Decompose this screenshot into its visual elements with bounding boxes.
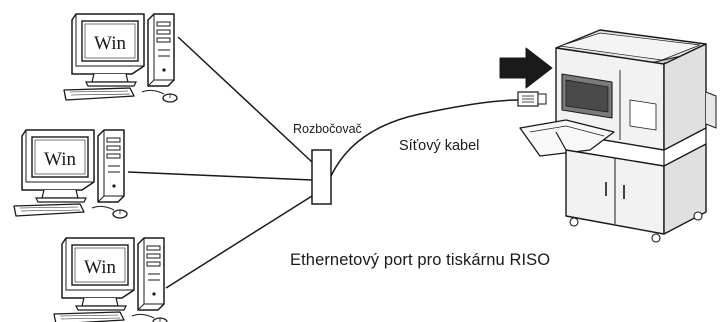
computer-3: Win: [53, 237, 168, 322]
cable-pc2-to-hub: [127, 171, 313, 181]
hub-label: Rozbočovač: [293, 122, 362, 136]
ethernet-plug-icon: [517, 91, 547, 107]
port-arrow-icon: [499, 47, 553, 89]
computer-3-screen-label: Win: [84, 257, 116, 278]
cable-pc3-to-hub: [165, 195, 313, 289]
network-cables: [127, 36, 519, 289]
network-cable-label: Síťový kabel: [399, 138, 480, 154]
printer-port-caption: Ethernetový port pro tiskárnu RISO: [290, 251, 551, 269]
cable-pc1-to-hub: [177, 36, 313, 163]
cable-hub-to-printer: [330, 99, 519, 177]
computer-2-screen-label: Win: [44, 149, 76, 170]
computer-1-screen-label: Win: [94, 33, 126, 54]
computer-1: Win: [63, 13, 178, 103]
hub-box: [311, 149, 332, 205]
computer-2: Win: [13, 129, 128, 219]
riso-printer: [519, 29, 717, 243]
